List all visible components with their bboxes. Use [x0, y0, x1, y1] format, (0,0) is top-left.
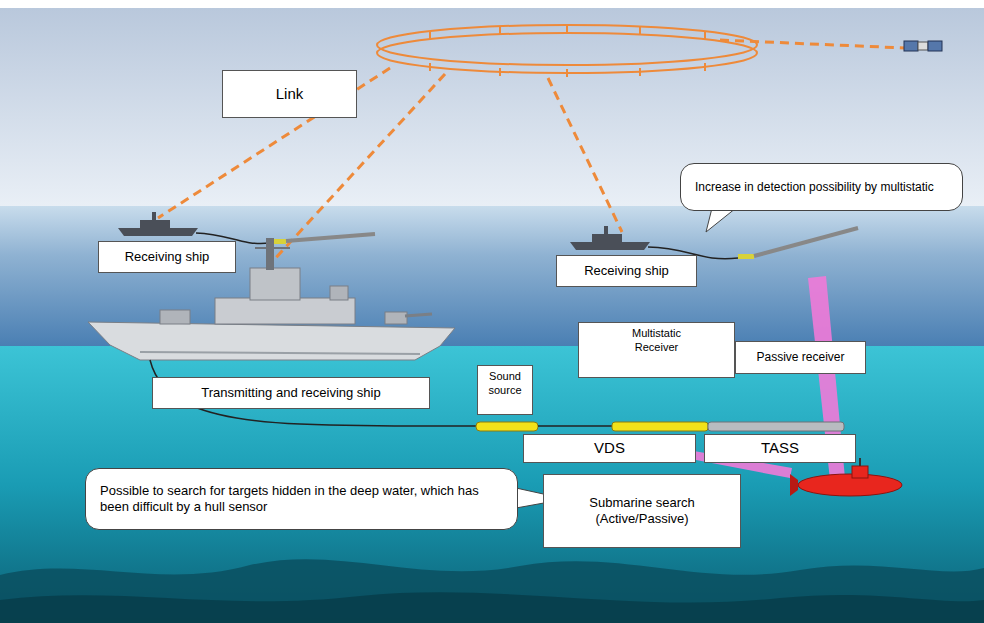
ship-label-box: Receiving ship: [98, 241, 236, 273]
label-text: Sound source: [484, 370, 526, 398]
label-text: Increase in detection possibility by mul…: [695, 180, 934, 195]
sensor-label-box: Sound source: [477, 365, 533, 415]
search-label-box: Submarine search (Active/Passive): [543, 474, 741, 548]
sonar-label-box: TASS: [704, 434, 856, 463]
ship-label-box: Transmitting and receiving ship: [152, 377, 430, 409]
sonar-label-box: VDS: [523, 434, 696, 463]
label-text: Receiving ship: [125, 249, 210, 265]
label-text: VDS: [594, 439, 625, 458]
callout-box: Increase in detection possibility by mul…: [680, 163, 963, 211]
label-text: Link: [276, 85, 304, 104]
ship-label-box: Receiving ship: [556, 255, 697, 287]
label-text: Multistatic Receiver: [617, 327, 697, 355]
callout-box: Possible to search for targets hidden in…: [85, 468, 518, 530]
sensor-label-box: Multistatic Receiver: [578, 322, 735, 378]
label-text: Submarine search (Active/Passive): [577, 495, 707, 528]
label-text: Receiving ship: [584, 263, 669, 279]
label-text: Passive receiver: [756, 350, 844, 365]
label-text: Transmitting and receiving ship: [201, 385, 380, 401]
link-label-box: Link: [222, 70, 357, 118]
label-text: Possible to search for targets hidden in…: [100, 483, 503, 516]
sensor-label-box: Passive receiver: [735, 341, 866, 374]
label-text: TASS: [761, 439, 799, 458]
